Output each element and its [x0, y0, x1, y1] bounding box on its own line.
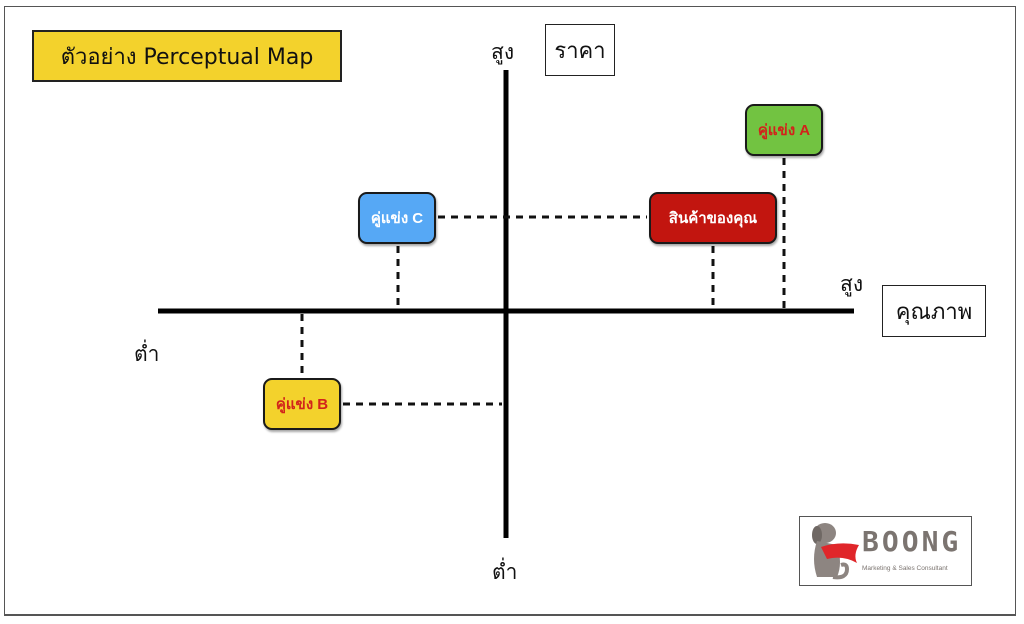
competitor-a-label: คู่แข่ง A — [757, 122, 811, 139]
your-product-node: สินค้าของคุณ — [649, 192, 777, 244]
price-low-label: ต่ำ — [492, 560, 518, 584]
competitor-b-node: คู่แข่ง B — [263, 378, 341, 430]
competitor-a-node: คู่แข่ง A — [745, 104, 823, 156]
price-high-label: สูง — [491, 40, 515, 64]
logo-tagline: Marketing & Sales Consultant — [862, 565, 948, 572]
competitor-c-label: คู่แข่ง C — [370, 210, 424, 227]
quality-high-label: สูง — [840, 272, 864, 296]
price-axis-label: ราคา — [545, 24, 615, 76]
logo-wordmark: BOONG — [862, 525, 962, 558]
quality-axis-label: คุณภาพ — [882, 285, 986, 337]
quality-axis-label-text: คุณภาพ — [895, 299, 973, 325]
competitor-c-node: คู่แข่ง C — [358, 192, 436, 244]
quality-low-label: ต่ำ — [134, 342, 160, 366]
price-axis-label-text: ราคา — [554, 38, 606, 64]
diagram-title: ตัวอย่าง Perceptual Map — [32, 30, 342, 82]
boong-logo: BOONG Marketing & Sales Consultant — [799, 516, 972, 586]
dog-mascot-icon — [812, 523, 859, 580]
diagram-title-text: ตัวอย่าง Perceptual Map — [60, 44, 314, 70]
competitor-b-label: คู่แข่ง B — [275, 396, 329, 413]
your-product-label: สินค้าของคุณ — [668, 210, 758, 227]
